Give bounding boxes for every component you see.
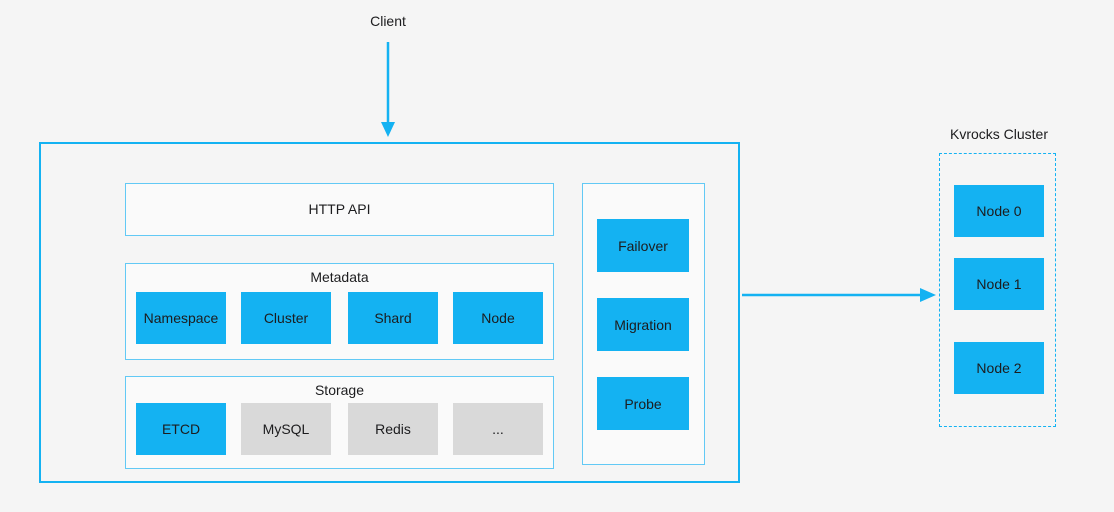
storage-group: Storage ETCD MySQL Redis ... — [125, 376, 554, 469]
operations-group: Failover Migration Probe — [582, 183, 705, 465]
controller-to-cluster-arrow-head — [920, 288, 936, 302]
operation-failover: Failover — [597, 219, 689, 272]
storage-item-ellipsis: ... — [453, 403, 543, 455]
cluster-node-2: Node 2 — [954, 342, 1044, 394]
cluster-node-0: Node 0 — [954, 185, 1044, 237]
cluster-node-1: Node 1 — [954, 258, 1044, 310]
metadata-group: Metadata Namespace Cluster Shard Node — [125, 263, 554, 360]
kvrocks-cluster-title: Kvrocks Cluster — [949, 126, 1049, 142]
controller-box — [39, 142, 740, 483]
storage-item-redis: Redis — [348, 403, 438, 455]
metadata-item-namespace: Namespace — [136, 292, 226, 344]
http-api-label: HTTP API — [308, 201, 371, 218]
storage-item-etcd: ETCD — [136, 403, 226, 455]
http-api-box: HTTP API — [125, 183, 554, 236]
metadata-title: Metadata — [310, 269, 369, 285]
metadata-item-cluster: Cluster — [241, 292, 331, 344]
client-to-controller-arrow-head — [381, 122, 395, 137]
metadata-item-shard: Shard — [348, 292, 438, 344]
storage-title: Storage — [314, 382, 365, 398]
client-label: Client — [370, 13, 406, 29]
operation-probe: Probe — [597, 377, 689, 430]
storage-item-mysql: MySQL — [241, 403, 331, 455]
kvrocks-cluster-box: Node 0 Node 1 Node 2 — [939, 153, 1056, 427]
operation-migration: Migration — [597, 298, 689, 351]
metadata-item-node: Node — [453, 292, 543, 344]
